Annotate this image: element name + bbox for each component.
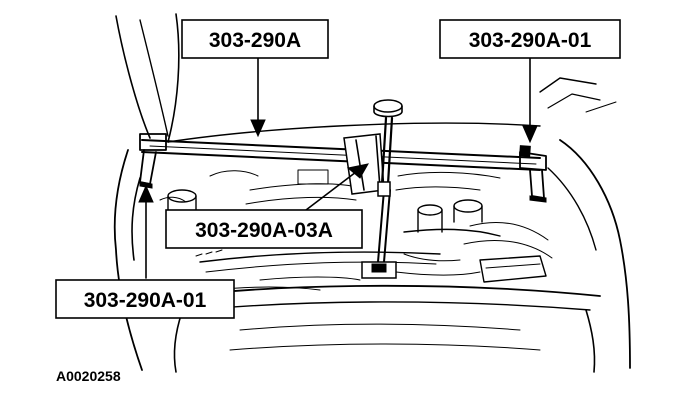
callout-label-303-290a: 303-290A — [209, 29, 301, 52]
support-crossbar — [139, 133, 547, 203]
figure-id: A0020258 — [56, 368, 121, 384]
callout-303-290a: 303-290A — [181, 19, 329, 59]
raised-hood — [115, 13, 617, 143]
callout-303-290a-01-bottom: 303-290A-01 — [55, 279, 235, 319]
callout-label-303-290a-01-top: 303-290A-01 — [469, 29, 592, 52]
callout-303-290a-01-top: 303-290A-01 — [439, 19, 621, 59]
lifting-bracket — [343, 99, 403, 279]
leader-arrows — [138, 57, 538, 279]
callout-303-290a-03a: 303-290A-03A — [165, 209, 363, 249]
callout-label-303-290a-01-bottom: 303-290A-01 — [84, 289, 207, 312]
callout-label-303-290a-03a: 303-290A-03A — [195, 219, 333, 242]
